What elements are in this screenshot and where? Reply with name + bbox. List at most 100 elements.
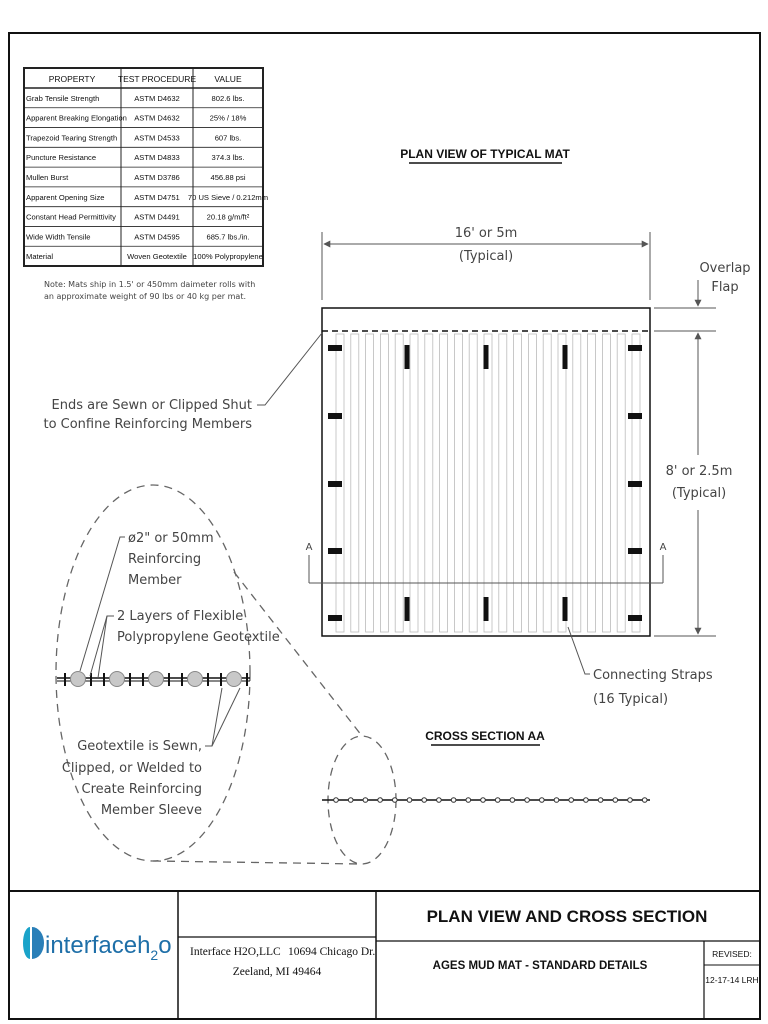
table-cell-value: 20.18 g/m/ft² bbox=[207, 213, 250, 222]
section-mark-right: A bbox=[660, 542, 667, 553]
connecting-strap bbox=[628, 481, 642, 487]
table-cell-procedure: ASTM D4491 bbox=[134, 213, 180, 222]
table-cell-property: Grab Tensile Strength bbox=[26, 94, 99, 103]
table-cell-value: 456.88 psi bbox=[210, 173, 245, 182]
straps-label-line-2: (16 Typical) bbox=[593, 692, 668, 707]
width-dimension-label: 16' or 5m bbox=[455, 226, 518, 241]
layers-label-line-2: Polypropylene Geotextile bbox=[117, 630, 280, 645]
table-cell-value: 70 US Sieve / 0.212mm bbox=[188, 193, 268, 202]
table-cell-procedure: ASTM D4833 bbox=[134, 153, 180, 162]
member-label-line-2: Reinforcing bbox=[128, 552, 201, 567]
table-cell-value: 100% Polypropylene bbox=[193, 252, 263, 261]
straps-label-line-1: Connecting Straps bbox=[593, 668, 713, 683]
section-line-aa bbox=[308, 555, 664, 584]
table-row: Grab Tensile Strength ASTM D4632 802.6 lbs… bbox=[26, 94, 244, 103]
company-street: 10694 Chicago Dr. bbox=[288, 946, 375, 958]
connecting-strap bbox=[628, 615, 642, 621]
cross-section-member bbox=[583, 797, 589, 803]
connecting-strap bbox=[404, 345, 410, 369]
ends-label-line-1: Ends are Sewn or Clipped Shut bbox=[52, 398, 252, 413]
cross-section-member bbox=[436, 797, 442, 803]
detail-reinforcing-member bbox=[148, 671, 164, 687]
table-cell-value: 802.6 lbs. bbox=[212, 94, 245, 103]
width-dimension-typical: (Typical) bbox=[459, 249, 513, 264]
table-cell-property: Puncture Resistance bbox=[26, 153, 96, 162]
connecting-strap bbox=[562, 345, 568, 369]
table-header-property: PROPERTY bbox=[49, 74, 96, 84]
straps-leader bbox=[567, 626, 590, 675]
reinforcing-member bbox=[513, 333, 522, 633]
reinforcing-member bbox=[439, 333, 449, 633]
reinforcing-member bbox=[616, 333, 626, 633]
reinforcing-members bbox=[335, 333, 641, 633]
table-cell-property: Trapezoid Tearing Strength bbox=[26, 133, 117, 142]
cross-section-title: CROSS SECTION AA bbox=[425, 729, 545, 743]
sewn-leader-2 bbox=[211, 687, 241, 747]
table-row: Trapezoid Tearing Strength ASTM D4533 607 … bbox=[26, 133, 241, 142]
reinforcing-member bbox=[483, 333, 493, 633]
table-cell-procedure: ASTM D4533 bbox=[134, 133, 180, 142]
cross-section-members bbox=[333, 797, 648, 803]
cross-section-member bbox=[480, 797, 486, 803]
connecting-straps bbox=[328, 345, 642, 621]
cross-section-member bbox=[450, 797, 457, 803]
reinforcing-member bbox=[453, 333, 463, 633]
cross-section-member bbox=[406, 797, 413, 803]
cross-section-member bbox=[509, 797, 516, 803]
overlap-label-line-2: Flap bbox=[711, 280, 738, 295]
reinforcing-member bbox=[379, 333, 389, 633]
plan-view-title: PLAN VIEW OF TYPICAL MAT bbox=[400, 147, 570, 161]
table-cell-value: 374.3 lbs. bbox=[212, 153, 245, 162]
connecting-strap bbox=[483, 345, 489, 369]
detail-reinforcing-member bbox=[187, 671, 203, 687]
ends-leader bbox=[257, 332, 323, 406]
company-city: Zeeland, MI 49464 bbox=[233, 966, 322, 978]
sheet-border bbox=[8, 32, 761, 1020]
cross-section-member bbox=[362, 797, 369, 803]
detail-reinforcing-member bbox=[109, 671, 125, 687]
reinforcing-member bbox=[468, 333, 478, 633]
table-row: Puncture Resistance ASTM D4833 374.3 lbs. bbox=[26, 153, 244, 162]
reinforcing-member bbox=[409, 333, 419, 633]
overlap-dimension bbox=[654, 280, 716, 332]
cross-section-member bbox=[553, 797, 560, 803]
table-cell-procedure: ASTM D4632 bbox=[134, 94, 180, 103]
member-label-line-3: Member bbox=[128, 573, 182, 588]
reinforcing-member bbox=[587, 333, 596, 633]
table-cell-property: Wide Width Tensile bbox=[26, 232, 90, 241]
title-block bbox=[9, 890, 760, 1019]
table-cell-property: Mullen Burst bbox=[26, 173, 69, 182]
connecting-strap bbox=[328, 413, 342, 419]
cross-section-member bbox=[421, 797, 428, 803]
table-cell-property: Material bbox=[26, 252, 53, 261]
table-note-line-2: an approximate weight of 90 lbs or 40 kg… bbox=[44, 292, 246, 301]
cross-section-member bbox=[347, 797, 354, 803]
reinforcing-member bbox=[498, 333, 508, 633]
reinforcing-member bbox=[602, 333, 611, 633]
connecting-strap bbox=[328, 615, 342, 621]
connecting-strap bbox=[328, 345, 342, 351]
company-name: Interface H2O,LLC bbox=[190, 946, 281, 958]
cross-section-member bbox=[539, 797, 545, 803]
height-dimension-label: 8' or 2.5m bbox=[666, 464, 733, 479]
reinforcing-member bbox=[542, 333, 552, 633]
table-cell-value: 607 lbs. bbox=[215, 133, 242, 142]
table-cell-procedure: Woven Geotextile bbox=[127, 252, 187, 261]
detail-reinforcing-member bbox=[70, 671, 86, 687]
table-cell-value: 685.7 lbs./in. bbox=[206, 232, 249, 241]
cross-section-member bbox=[377, 797, 383, 803]
cross-section-member bbox=[524, 797, 530, 803]
sewn-leader-1 bbox=[205, 687, 223, 747]
connecting-strap bbox=[328, 481, 342, 487]
cross-section-member bbox=[465, 797, 472, 803]
reinforcing-member bbox=[557, 333, 567, 633]
sewn-label-line-2: Clipped, or Welded to bbox=[62, 761, 202, 776]
detail-reinforcing-member bbox=[226, 671, 242, 687]
table-cell-procedure: ASTM D3786 bbox=[134, 173, 180, 182]
layers-leader-2 bbox=[97, 615, 108, 679]
drawing-subtitle: AGES MUD MAT - STANDARD DETAILS bbox=[433, 960, 648, 972]
